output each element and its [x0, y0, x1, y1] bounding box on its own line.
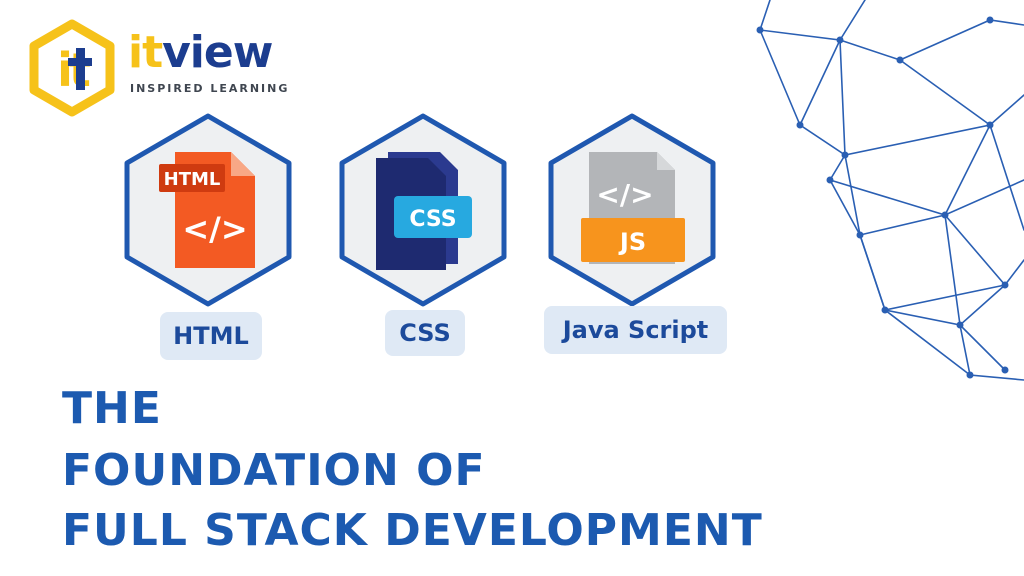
itview-wordmark: itview: [128, 27, 273, 78]
css-file-icon: CSS: [376, 152, 472, 270]
headline-line-1: THE: [62, 383, 162, 434]
html-badge-text: HTML: [164, 169, 221, 190]
js-file-icon: </> JS: [581, 152, 685, 264]
logo-tagline: INSPIRED LEARNING: [130, 82, 290, 95]
headline-line-3: FULL STACK DEVELOPMENT: [62, 505, 763, 556]
html-hex-tile: HTML </>: [124, 113, 292, 307]
html-label: HTML: [160, 312, 262, 360]
html-code-glyph: </>: [182, 210, 247, 248]
css-hex-tile: CSS: [339, 113, 507, 307]
js-hex-tile: </> JS: [548, 113, 716, 307]
wordmark-view: view: [162, 27, 273, 78]
headline-line-2: FOUNDATION OF: [62, 445, 486, 496]
css-badge-text: CSS: [409, 207, 456, 232]
network-mesh-decoration: [756, 0, 1024, 381]
wordmark-it: it: [128, 27, 163, 78]
html-file-icon: HTML </>: [159, 152, 255, 268]
js-badge-text: JS: [618, 228, 646, 256]
itview-logo-mark: it: [29, 19, 115, 117]
js-code-glyph: </>: [596, 178, 653, 211]
css-label: CSS: [385, 310, 465, 356]
javascript-label: Java Script: [544, 306, 727, 354]
